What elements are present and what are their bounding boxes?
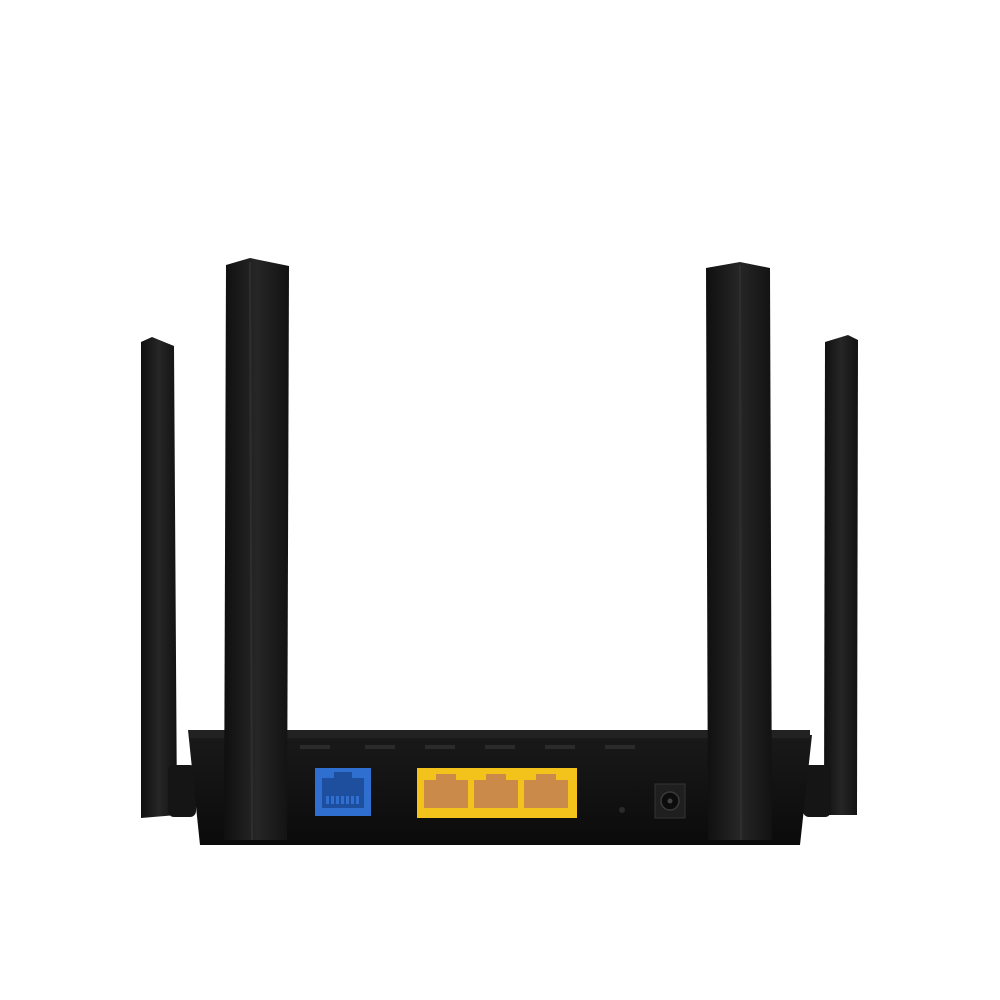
lan-port-3 bbox=[524, 774, 568, 808]
antenna-right-inner bbox=[706, 262, 772, 841]
lan-port-1 bbox=[424, 774, 468, 808]
power-jack-icon bbox=[654, 783, 686, 819]
antenna-right-outer bbox=[803, 335, 858, 817]
antenna-left-outer bbox=[141, 337, 196, 818]
lan-port-2 bbox=[474, 774, 518, 808]
antenna-left-inner bbox=[224, 258, 289, 841]
lan-ports bbox=[417, 768, 577, 818]
ethernet-port-icon bbox=[315, 768, 371, 816]
reset-pinhole-icon bbox=[619, 807, 625, 813]
